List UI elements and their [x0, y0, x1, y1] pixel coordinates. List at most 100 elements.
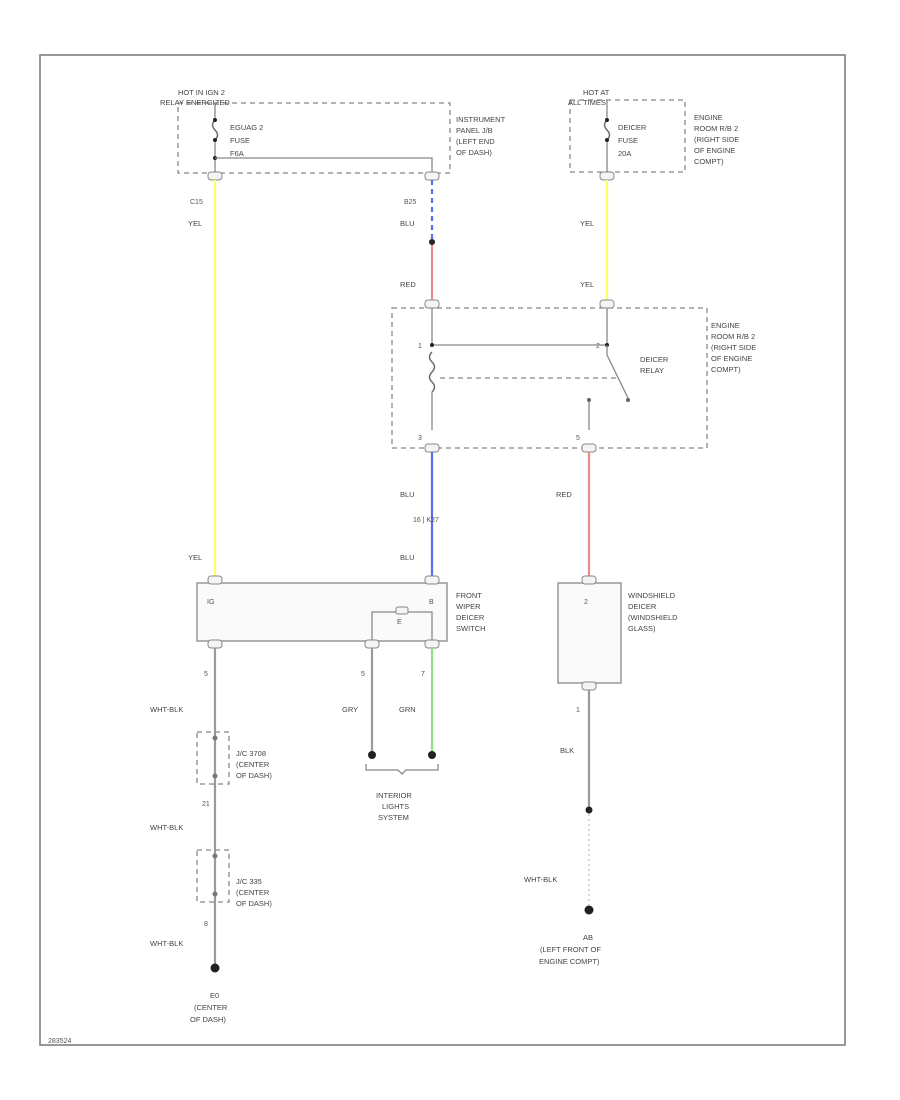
svg-text:OF DASH): OF DASH) [236, 771, 272, 780]
wire-label-yel-3: YEL [580, 219, 594, 228]
svg-text:ENGINE: ENGINE [711, 321, 740, 330]
svg-text:DEICER: DEICER [618, 123, 647, 132]
wire-label-blu-3: BLU [400, 553, 415, 562]
pin-b25: B25 [404, 199, 417, 206]
svg-text:(RIGHT SIDE: (RIGHT SIDE [694, 135, 739, 144]
wire-label-wb-2: WHT-BLK [150, 823, 183, 832]
svg-text:7: 7 [421, 671, 425, 678]
svg-text:J/C 335: J/C 335 [236, 877, 262, 886]
pin-c15: C15 [190, 199, 203, 206]
deicer-relay-label: DEICER RELAY [640, 355, 669, 375]
svg-text:21: 21 [202, 801, 210, 808]
svg-text:(LEFT END: (LEFT END [456, 137, 495, 146]
svg-text:E: E [397, 619, 402, 626]
wire-label-yel-4: YEL [580, 280, 594, 289]
wire-label-gry: GRY [342, 705, 358, 714]
wire-label-wb-4: WHT-BLK [524, 875, 557, 884]
svg-text:OF ENGINE: OF ENGINE [711, 354, 752, 363]
svg-text:SYSTEM: SYSTEM [378, 813, 409, 822]
er-rb-mid-box [391, 307, 708, 449]
wire-label-wb-1: WHT-BLK [150, 705, 183, 714]
svg-text:AB: AB [583, 933, 593, 942]
jc-bot-box [196, 849, 230, 903]
ground-left-label: E0 (CENTER OF DASH) [190, 991, 228, 1024]
svg-text:RELAY: RELAY [640, 366, 664, 375]
wire-label-grn: GRN [399, 705, 416, 714]
svg-text:FUSE: FUSE [618, 136, 638, 145]
svg-text:WIPER: WIPER [456, 602, 481, 611]
svg-text:ENGINE COMPT): ENGINE COMPT) [539, 957, 600, 966]
svg-text:ROOM R/B 2: ROOM R/B 2 [711, 332, 755, 341]
svg-text:2: 2 [584, 599, 588, 606]
ip-jb-label: INSTRUMENT PANEL J/B (LEFT END OF DASH) [456, 115, 506, 157]
svg-text:GLASS): GLASS) [628, 624, 656, 633]
svg-text:2: 2 [596, 343, 600, 350]
er-rb-mid-label: ENGINE ROOM R/B 2 (RIGHT SIDE OF ENGINE … [711, 321, 756, 374]
svg-text:E0: E0 [210, 991, 219, 1000]
svg-text:OF DASH): OF DASH) [236, 899, 272, 908]
svg-text:B: B [429, 599, 434, 606]
svg-text:5: 5 [361, 671, 365, 678]
svg-text:INSTRUMENT: INSTRUMENT [456, 115, 506, 124]
svg-text:ENGINE: ENGINE [694, 113, 723, 122]
svg-text:(CENTER: (CENTER [236, 760, 270, 769]
jc-top-box [196, 731, 230, 785]
svg-text:HOT IN IGN 2: HOT IN IGN 2 [178, 88, 225, 97]
svg-text:FRONT: FRONT [456, 591, 482, 600]
ip-jb-box [177, 102, 451, 174]
svg-text:LIGHTS: LIGHTS [382, 802, 409, 811]
svg-text:COMPT): COMPT) [711, 365, 741, 374]
svg-text:PANEL J/B: PANEL J/B [456, 126, 493, 135]
svg-text:(WINDSHIELD: (WINDSHIELD [628, 613, 678, 622]
svg-text:F6A: F6A [230, 149, 244, 158]
hot-left-label: HOT IN IGN 2 RELAY ENERGIZED [160, 88, 230, 107]
svg-text:3: 3 [418, 435, 422, 442]
wire-label-blu-2: BLU [400, 490, 415, 499]
svg-text:WINDSHIELD: WINDSHIELD [628, 591, 676, 600]
fuse-left-element [211, 119, 219, 141]
svg-text:EGUAG 2: EGUAG 2 [230, 123, 263, 132]
er-rb-top-box [569, 99, 686, 173]
svg-text:(LEFT FRONT OF: (LEFT FRONT OF [540, 945, 601, 954]
svg-text:INTERIOR: INTERIOR [376, 791, 412, 800]
svg-text:(CENTER: (CENTER [194, 1003, 228, 1012]
svg-text:1: 1 [576, 707, 580, 714]
svg-text:ALL TIMES: ALL TIMES [568, 98, 606, 107]
diagram-id: 283524 [48, 1038, 71, 1045]
svg-text:(CENTER: (CENTER [236, 888, 270, 897]
ground-right-label: AB (LEFT FRONT OF ENGINE COMPT) [539, 933, 601, 966]
wire-label-yel-2: YEL [188, 553, 202, 562]
svg-text:OF DASH): OF DASH) [456, 148, 492, 157]
svg-text:5: 5 [576, 435, 580, 442]
svg-text:DEICER: DEICER [628, 602, 657, 611]
svg-text:RELAY ENERGIZED: RELAY ENERGIZED [160, 98, 230, 107]
svg-text:OF ENGINE: OF ENGINE [694, 146, 735, 155]
svg-text:COMPT): COMPT) [694, 157, 724, 166]
hot-right-label: HOT AT ALL TIMES [568, 88, 610, 107]
diagram-frame [39, 54, 846, 1046]
interior-bracket [365, 764, 439, 775]
relay-switch [606, 345, 629, 399]
wire-label-wb-3: WHT-BLK [150, 939, 183, 948]
wire-label-blu-1: BLU [400, 219, 415, 228]
svg-text:HOT AT: HOT AT [583, 88, 610, 97]
front-wiper-label: FRONT WIPER DEICER SWITCH [456, 591, 486, 633]
svg-text:8: 8 [204, 921, 208, 928]
fuse-right-label: DEICER FUSE 20A [618, 123, 647, 158]
svg-text:1: 1 [418, 343, 422, 350]
svg-text:20A: 20A [618, 149, 631, 158]
svg-text:DEICER: DEICER [456, 613, 485, 622]
svg-text:SWITCH: SWITCH [456, 624, 486, 633]
relay-coil [428, 351, 436, 393]
svg-text:5: 5 [204, 671, 208, 678]
fuse-left-label: EGUAG 2 FUSE F6A [230, 123, 263, 158]
wire-label-yel-1: YEL [188, 219, 202, 228]
svg-text:FUSE: FUSE [230, 136, 250, 145]
jc-bot-label: J/C 335 (CENTER OF DASH) [236, 877, 272, 908]
splice-label: 16 | K27 [413, 517, 439, 524]
svg-text:ROOM R/B 2: ROOM R/B 2 [694, 124, 738, 133]
svg-text:IG: IG [207, 599, 214, 606]
windshield-deicer [557, 582, 622, 684]
interior-lights-label: INTERIOR LIGHTS SYSTEM [376, 791, 412, 822]
